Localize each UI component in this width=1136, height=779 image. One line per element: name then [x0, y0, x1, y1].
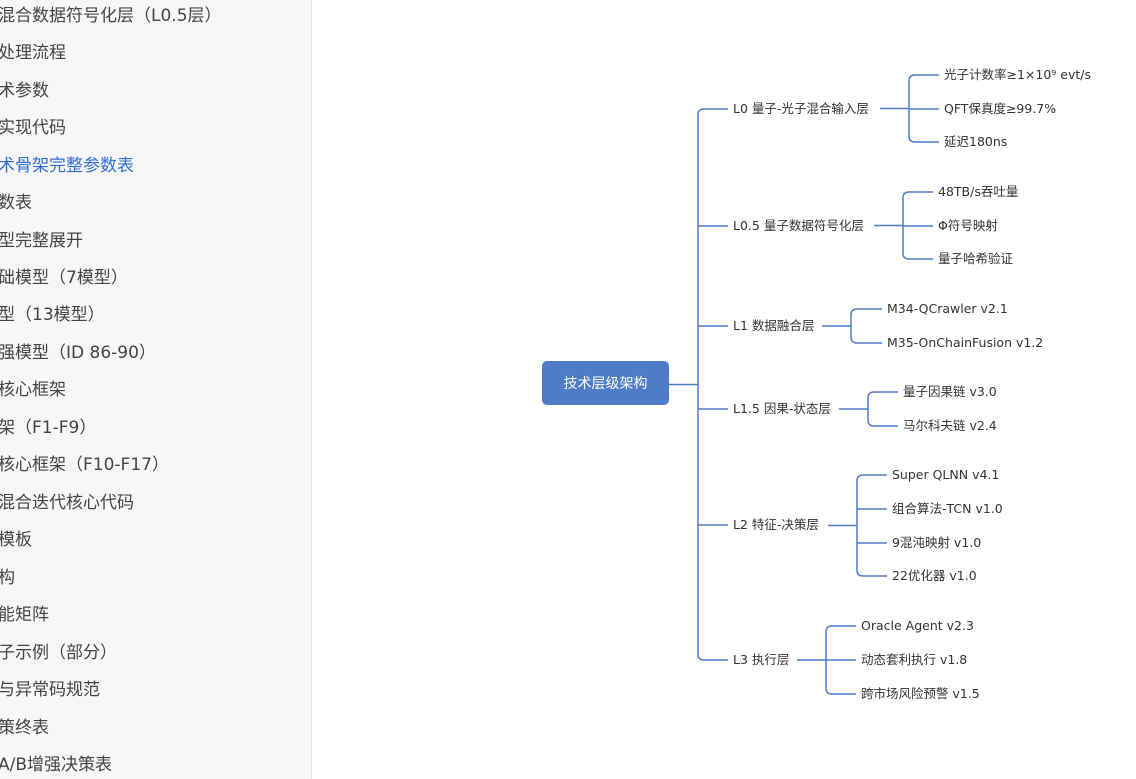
root-connector-link: [697, 108, 728, 385]
outline-item[interactable]: 子示例（部分）: [0, 643, 117, 663]
leaf-node[interactable]: M34-QCrawler v2.1: [887, 301, 1008, 316]
leaf-node[interactable]: 延迟180ns: [944, 134, 1008, 149]
outline-item[interactable]: 强模型（ID 86-90）: [0, 343, 156, 363]
leaf-node[interactable]: QFT保真度≥99.7%: [944, 101, 1057, 116]
leaf-node[interactable]: Oracle Agent v2.3: [861, 618, 974, 633]
outline-item[interactable]: 架（F1-F9）: [0, 418, 97, 438]
outline-item[interactable]: A/B增强决策表: [0, 755, 113, 775]
leaf-node[interactable]: 量子哈希验证: [938, 251, 1014, 266]
leaf-node[interactable]: 光子计数率≥1×10⁹ evt/s: [944, 67, 1092, 82]
outline-sidebar: 混合数据符号化层（L0.5层） 处理流程 术参数 实现代码 术骨架完整参数表 数…: [0, 0, 312, 779]
branch-l1-5[interactable]: L1.5 因果-状态层: [733, 401, 831, 416]
outline-item[interactable]: 数表: [0, 193, 32, 213]
leaf-node[interactable]: 动态套利执行 v1.8: [861, 652, 968, 667]
l1-connector-link: [850, 326, 882, 344]
outline-item[interactable]: 核心框架（F10-F17）: [0, 455, 169, 475]
l2-connector-link: [856, 474, 887, 526]
l15-connector-link: [867, 409, 898, 427]
mindmap-canvas: 技术层级架构 L0 量子-光子混合输入层 L0.5 量子数据符号化层 L1 数据…: [312, 0, 1136, 779]
l3-connector-link: [825, 660, 856, 695]
outline-item[interactable]: 混合数据符号化层（L0.5层）: [0, 6, 222, 26]
outline-item[interactable]: 模板: [0, 530, 32, 550]
branch-l0-5[interactable]: L0.5 量子数据符号化层: [733, 218, 864, 233]
outline-item[interactable]: 策终表: [0, 718, 49, 738]
leaf-node[interactable]: Φ符号映射: [938, 218, 998, 233]
branch-l0[interactable]: L0 量子-光子混合输入层: [733, 101, 869, 116]
leaf-node[interactable]: 9混沌映射 v1.0: [892, 535, 982, 550]
outline-item-active[interactable]: 术骨架完整参数表: [0, 156, 134, 176]
outline-item[interactable]: 构: [0, 565, 15, 591]
l2-connector-link: [856, 525, 887, 577]
outline-item[interactable]: 型完整展开: [0, 231, 83, 251]
outline-item[interactable]: 型（13模型）: [0, 305, 105, 325]
branch-l2[interactable]: L2 特征-决策层: [733, 517, 819, 532]
leaf-node[interactable]: 组合算法-TCN v1.0: [892, 501, 1003, 516]
l05-connector-link: [902, 191, 933, 226]
outline-item[interactable]: 能矩阵: [0, 605, 49, 625]
outline-item[interactable]: 术参数: [0, 81, 49, 101]
branch-l3[interactable]: L3 执行层: [733, 652, 790, 667]
root-connector-link: [697, 384, 728, 661]
mindmap-root-node[interactable]: 技术层级架构: [542, 361, 669, 405]
leaf-node[interactable]: Super QLNN v4.1: [892, 467, 1000, 482]
leaf-node[interactable]: 48TB/s吞吐量: [938, 184, 1019, 199]
branch-l1[interactable]: L1 数据融合层: [733, 318, 815, 333]
outline-item[interactable]: 处理流程: [0, 43, 66, 63]
mindmap-connectors: [669, 74, 939, 695]
outline-item[interactable]: 实现代码: [0, 118, 66, 138]
l0-connector-link: [908, 108, 939, 143]
outline-item[interactable]: 础模型（7模型）: [0, 268, 128, 288]
outline-item[interactable]: 核心框架: [0, 380, 66, 400]
l05-connector-link: [902, 225, 933, 260]
l3-connector-link: [825, 625, 856, 660]
l15-connector-link: [867, 391, 898, 409]
leaf-node[interactable]: M35-OnChainFusion v1.2: [887, 335, 1044, 350]
l1-connector-link: [850, 308, 882, 326]
leaf-node[interactable]: 量子因果链 v3.0: [903, 384, 997, 399]
l0-connector-link: [908, 74, 939, 109]
leaf-node[interactable]: 跨市场风险预警 v1.5: [861, 686, 980, 701]
leaf-node[interactable]: 22优化器 v1.0: [892, 568, 977, 583]
leaf-node[interactable]: 马尔科夫链 v2.4: [903, 418, 997, 433]
outline-item[interactable]: 与异常码规范: [0, 680, 100, 700]
outline-item[interactable]: 混合迭代核心代码: [0, 493, 134, 513]
